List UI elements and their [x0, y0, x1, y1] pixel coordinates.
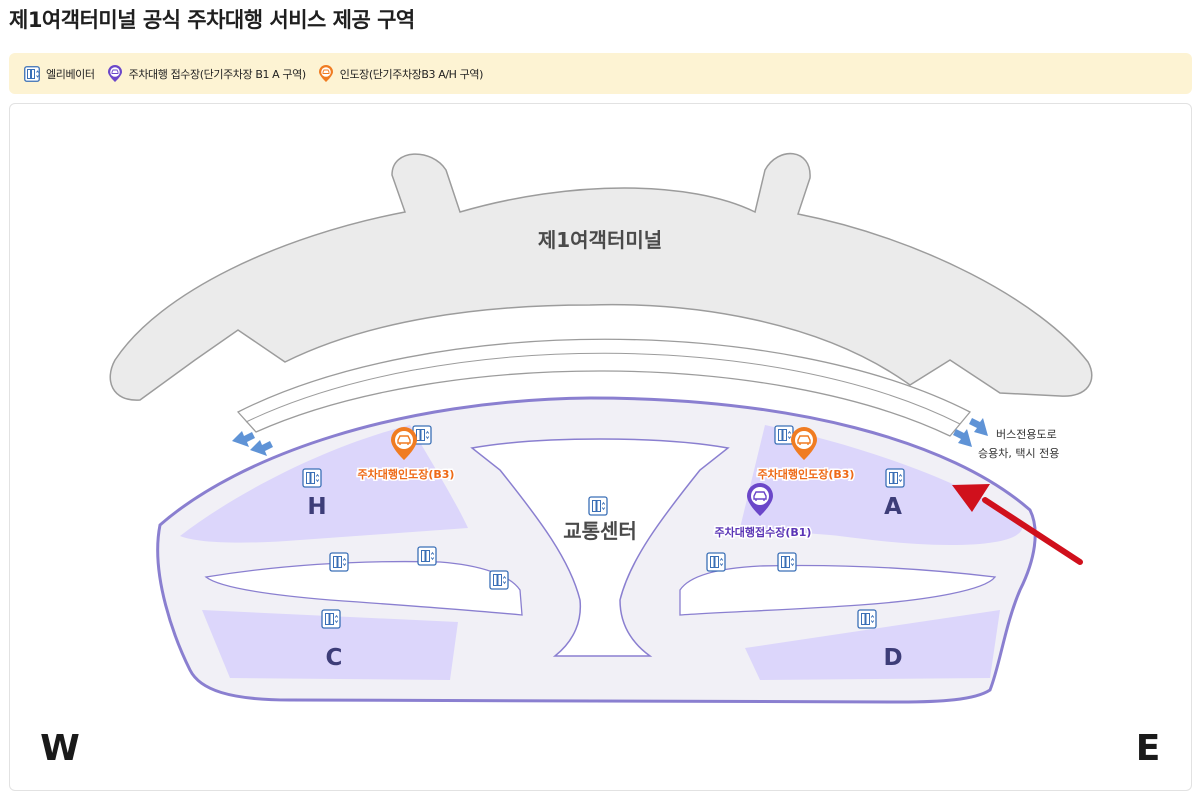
road-arrows-west: [232, 431, 273, 456]
legend-bar: 엘리베이터 주차대행 접수장(단기주차장 B1 A 구역) 인도장(단기주차장B…: [9, 53, 1192, 94]
legend-label-delivery: 인도장(단기주차장B3 A/H 구역): [339, 67, 484, 81]
legend-item-delivery: 인도장(단기주차장B3 A/H 구역): [318, 64, 484, 83]
elevator-icon: [329, 552, 349, 572]
transport-center: [470, 438, 730, 657]
elevator-icon: [774, 425, 794, 445]
zone-h-shade: [180, 425, 468, 543]
road-arrows-east: [953, 418, 988, 447]
zone-label-h: H: [307, 494, 326, 520]
elevator-icon: [321, 609, 341, 629]
terminal-building: [109, 153, 1093, 401]
valet-delivery-pin-icon: [318, 64, 333, 82]
legend-label-elevator: 엘리베이터: [46, 67, 95, 81]
zone-label-a: A: [884, 494, 902, 520]
elevator-icon: [417, 546, 437, 566]
elevator-icon: [777, 552, 797, 572]
legend-item-reception: 주차대행 접수장(단기주차장 B1 A 구역): [107, 64, 307, 83]
inner-lane-east: [679, 564, 997, 616]
elevator-icon: [588, 496, 608, 516]
elevator-icon: [302, 468, 322, 488]
elevator-icon: [489, 570, 509, 590]
zone-c-shade: [202, 610, 458, 680]
car-taxi-note: 승용차, 택시 전용: [978, 447, 1059, 460]
delivery-label-east: 주차대행인도장(B3): [758, 467, 855, 481]
compass-west: W: [40, 728, 80, 769]
elevator-icon: [857, 609, 877, 629]
highlight-arrow: [952, 484, 1083, 565]
valet-reception-pin-icon: [107, 64, 122, 82]
delivery-label-west: 주차대행인도장(B3): [358, 467, 455, 481]
zone-label-c: C: [326, 645, 343, 671]
zone-d-shade: [745, 610, 1000, 680]
reception-label: 주차대행접수장(B1): [715, 525, 812, 539]
compass-east: E: [1136, 728, 1161, 769]
access-road: [236, 338, 972, 437]
elevator-icon: [706, 552, 726, 572]
elevator-icon: [24, 65, 40, 82]
legend-item-elevator: 엘리베이터: [24, 65, 95, 82]
legend-label-reception: 주차대행 접수장(단기주차장 B1 A 구역): [128, 67, 307, 81]
page-title: 제1여객터미널 공식 주차대행 서비스 제공 구역: [9, 8, 415, 32]
zone-a-shade: [740, 425, 1023, 545]
transport-center-label: 교통센터: [563, 519, 637, 543]
terminal-label: 제1여객터미널: [538, 228, 662, 252]
elevator-icon: [885, 468, 905, 488]
bus-road-note: 버스전용도로: [996, 428, 1057, 441]
zone-label-d: D: [883, 645, 902, 671]
